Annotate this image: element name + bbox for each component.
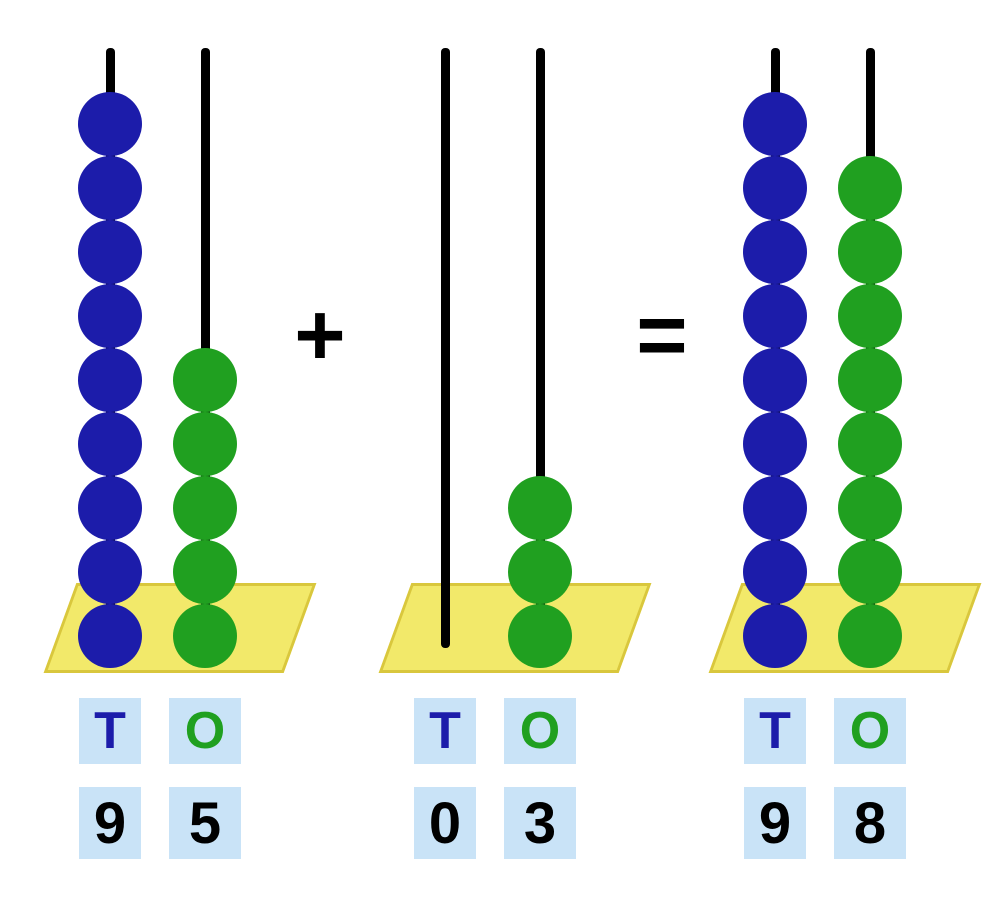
bead xyxy=(838,348,902,412)
bead xyxy=(838,412,902,476)
bead xyxy=(78,220,142,284)
tens-digit-box: 0 xyxy=(414,787,476,859)
bead xyxy=(838,604,902,668)
tens-digit-box: 9 xyxy=(79,787,141,859)
tens-digit-text: 9 xyxy=(758,790,792,856)
bead xyxy=(78,476,142,540)
bead xyxy=(78,348,142,412)
bead xyxy=(838,156,902,220)
tens-bead-stack xyxy=(743,0,807,700)
tens-label-text: T xyxy=(759,702,791,760)
tens-label-box: T xyxy=(414,698,476,764)
bead xyxy=(838,284,902,348)
bead xyxy=(743,412,807,476)
ones-label-text: O xyxy=(519,702,561,760)
bead xyxy=(838,540,902,604)
bead xyxy=(78,540,142,604)
ones-label-text: O xyxy=(849,702,891,760)
tens-label-box: T xyxy=(744,698,806,764)
bead xyxy=(508,476,572,540)
ones-bead-stack xyxy=(173,0,237,700)
bead xyxy=(838,476,902,540)
tens-label-box: T xyxy=(79,698,141,764)
ones-digit-text: 5 xyxy=(188,790,222,856)
bead xyxy=(78,92,142,156)
ones-label-box: O xyxy=(169,698,241,764)
tens-bead-stack xyxy=(78,0,142,700)
tens-digit-box: 9 xyxy=(744,787,806,859)
bead xyxy=(743,156,807,220)
ones-digit-box: 8 xyxy=(834,787,906,859)
ones-rod xyxy=(536,48,545,648)
bead xyxy=(173,604,237,668)
bead xyxy=(838,220,902,284)
abacus-second-addend: T O 0 3 xyxy=(375,0,655,900)
bead xyxy=(173,476,237,540)
bead xyxy=(78,412,142,476)
bead xyxy=(743,348,807,412)
tens-label-text: T xyxy=(429,702,461,760)
ones-digit-box: 3 xyxy=(504,787,576,859)
bead xyxy=(743,540,807,604)
bead xyxy=(173,348,237,412)
tens-rod xyxy=(441,48,450,648)
tens-bead-stack xyxy=(413,0,477,700)
ones-label-box: O xyxy=(504,698,576,764)
bead xyxy=(508,604,572,668)
bead xyxy=(78,156,142,220)
ones-bead-stack xyxy=(838,0,902,700)
ones-label-box: O xyxy=(834,698,906,764)
tens-digit-text: 0 xyxy=(428,790,462,856)
bead xyxy=(743,476,807,540)
ones-digit-text: 3 xyxy=(523,790,557,856)
ones-bead-stack xyxy=(508,0,572,700)
bead xyxy=(78,284,142,348)
bead xyxy=(508,540,572,604)
bead xyxy=(743,604,807,668)
equals-sign: = xyxy=(636,285,688,384)
plus-sign: + xyxy=(294,285,346,384)
tens-label-text: T xyxy=(94,702,126,760)
bead xyxy=(743,92,807,156)
tens-digit-text: 9 xyxy=(93,790,127,856)
abacus-sum: T O 9 8 xyxy=(705,0,985,900)
ones-label-text: O xyxy=(184,702,226,760)
ones-digit-text: 8 xyxy=(853,790,887,856)
bead xyxy=(173,540,237,604)
bead xyxy=(743,220,807,284)
bead xyxy=(78,604,142,668)
bead xyxy=(173,412,237,476)
abacus-first-addend: T O 9 5 xyxy=(40,0,320,900)
bead xyxy=(743,284,807,348)
ones-digit-box: 5 xyxy=(169,787,241,859)
